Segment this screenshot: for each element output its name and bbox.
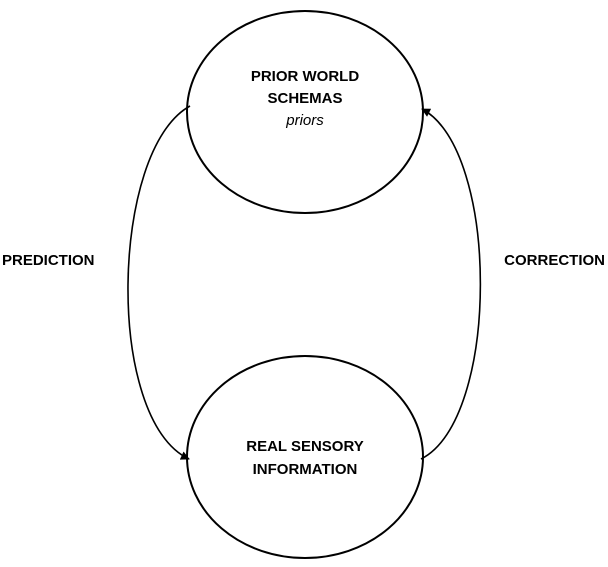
prior-world-schemas-title-line1: PRIOR WORLD	[251, 68, 359, 85]
real-sensory-information-title-line1: REAL SENSORY	[246, 438, 364, 455]
real-sensory-information-title-line2: INFORMATION	[253, 461, 358, 478]
prediction-arrow	[127, 105, 191, 460]
real-sensory-information-ellipse	[186, 355, 424, 559]
prior-world-schemas-node: PRIOR WORLD SCHEMAS priors	[186, 10, 424, 214]
prior-world-schemas-title-line2: SCHEMAS	[267, 90, 342, 107]
correction-arrow	[420, 108, 482, 460]
prediction-label: PREDICTION	[2, 252, 95, 269]
correction-label: CORRECTION	[504, 252, 605, 269]
prior-world-schemas-subtitle: priors	[285, 112, 324, 129]
real-sensory-information-node: REAL SENSORY INFORMATION	[186, 355, 424, 559]
